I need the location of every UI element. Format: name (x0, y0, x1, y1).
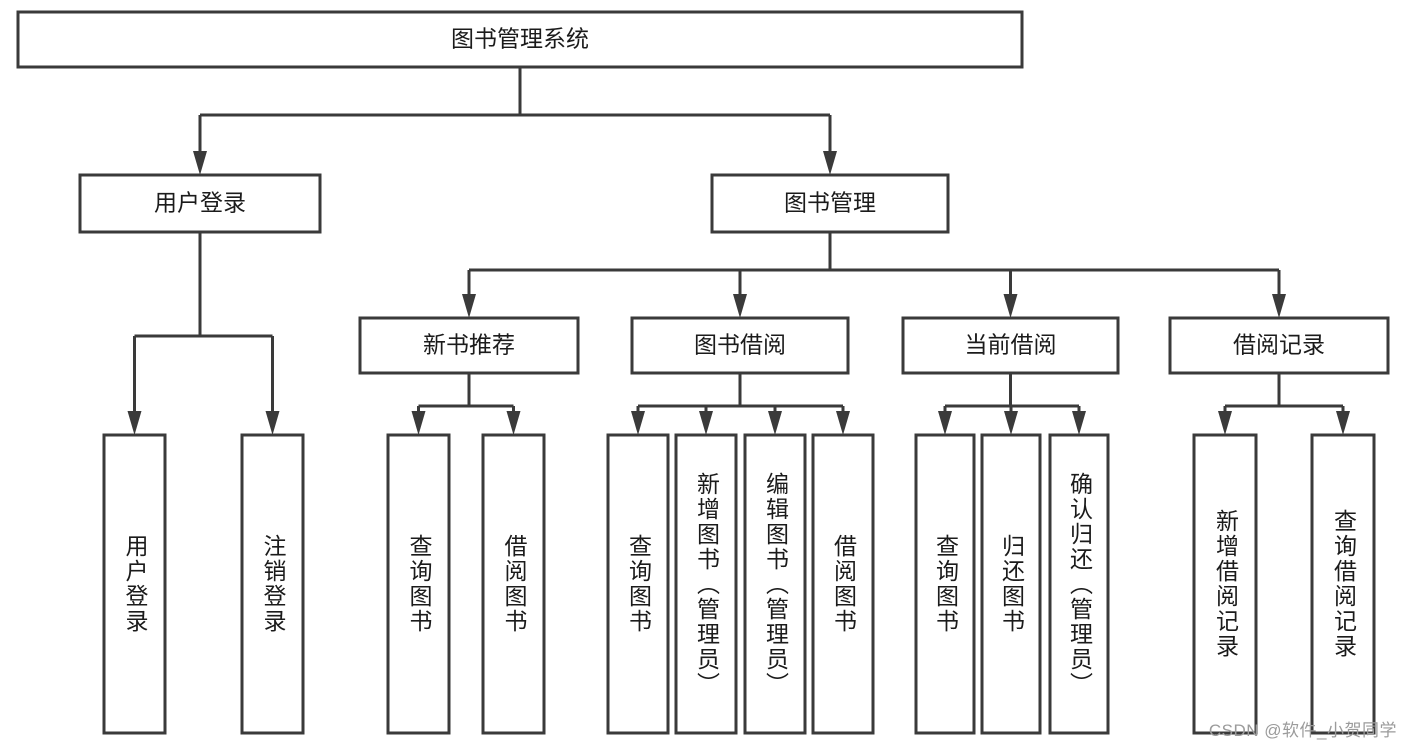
node-box-current-borrow[interactable] (901, 316, 1120, 375)
node-box-user-login[interactable] (78, 173, 322, 234)
node-label-user-login: 用户登录 (154, 190, 246, 216)
arrow-head-user-login-action (127, 411, 142, 435)
arrow-head-query-book-current (938, 411, 952, 435)
node-box-user-login-action[interactable] (102, 433, 167, 735)
node-box-root[interactable] (16, 10, 1024, 69)
node-label-borrow-record: 借阅记录 (1233, 332, 1325, 358)
node-box-query-borrow-record[interactable] (1310, 433, 1376, 735)
box-layer (16, 10, 1390, 735)
node-box-new-book-recommend[interactable] (358, 316, 580, 375)
node-box-confirm-return-admin[interactable] (1048, 433, 1110, 735)
arrow-head-confirm-return-admin (1072, 411, 1086, 435)
arrow-head-query-borrow-record (1336, 411, 1350, 435)
arrow-head-user-login (193, 151, 207, 175)
node-box-borrow-book-rec[interactable] (481, 433, 546, 735)
node-box-add-book-admin[interactable] (674, 433, 738, 735)
arrow-head-return-book (1004, 411, 1018, 435)
arrow-head-query-book-rec (411, 411, 426, 435)
arrow-head-book-borrow (733, 294, 747, 318)
node-box-edit-book-admin[interactable] (743, 433, 807, 735)
csdn-watermark: CSDN @软件_小贺同学 (1208, 721, 1397, 740)
node-box-query-book-current[interactable] (914, 433, 976, 735)
node-box-add-borrow-record[interactable] (1192, 433, 1258, 735)
arrow-head-add-borrow-record (1218, 411, 1232, 435)
arrow-head-add-book-admin (699, 411, 713, 435)
arrow-head-query-book-borrow (631, 411, 645, 435)
arrow-head-book-manage (823, 151, 837, 175)
node-box-return-book[interactable] (980, 433, 1042, 735)
arrow-head-current-borrow (1003, 294, 1018, 318)
connector-layer (127, 67, 1350, 435)
node-label-current-borrow: 当前借阅 (965, 332, 1057, 358)
arrow-head-edit-book-admin (768, 411, 782, 435)
node-box-query-book-rec[interactable] (386, 433, 451, 735)
node-label-book-manage: 图书管理 (784, 190, 876, 216)
node-label-book-borrow: 图书借阅 (694, 332, 786, 358)
node-box-user-logout-action[interactable] (240, 433, 305, 735)
arrow-head-user-logout-action (265, 411, 280, 435)
arrow-head-borrow-book-action (836, 411, 850, 435)
node-box-borrow-book-action[interactable] (811, 433, 875, 735)
arrow-head-borrow-record (1272, 294, 1286, 318)
node-box-book-manage[interactable] (710, 173, 950, 234)
arrow-head-borrow-book-rec (506, 411, 521, 435)
node-box-query-book-borrow[interactable] (606, 433, 670, 735)
node-label-root: 图书管理系统 (451, 26, 589, 52)
node-label-new-book-recommend: 新书推荐 (423, 332, 515, 358)
node-box-borrow-record[interactable] (1168, 316, 1390, 375)
arrow-head-new-book-recommend (462, 294, 476, 318)
node-box-book-borrow[interactable] (630, 316, 850, 375)
